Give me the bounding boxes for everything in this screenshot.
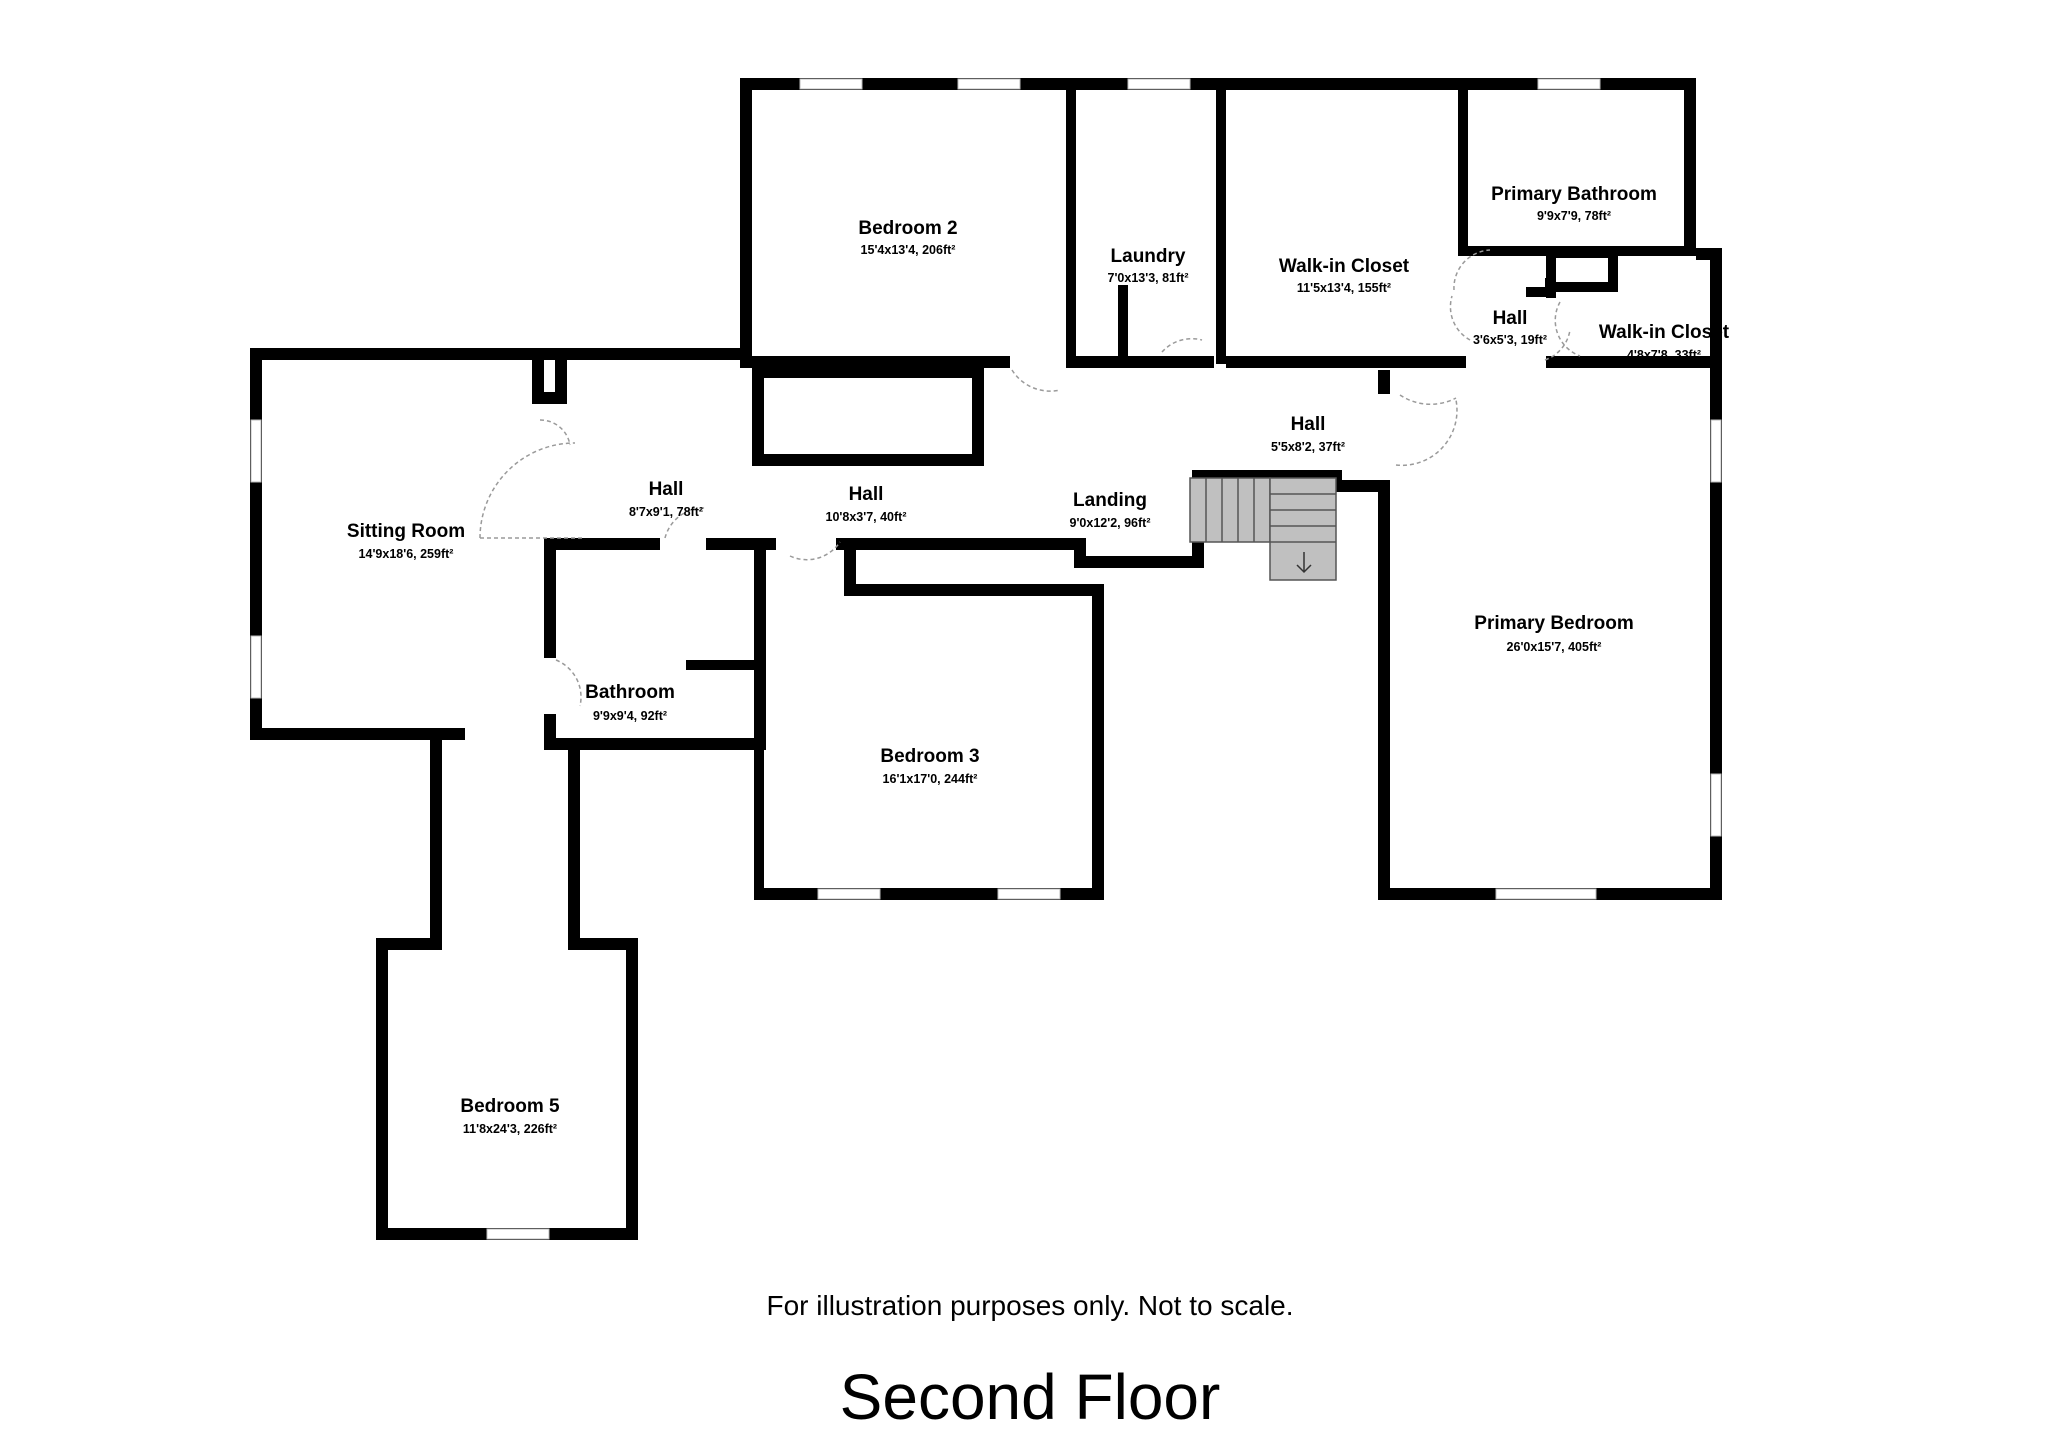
room-name: Landing [1073, 490, 1147, 511]
room-name: Hall [1492, 308, 1528, 329]
room-dims: 11'5x13'4, 155ft² [1296, 281, 1392, 295]
room-dims: 9'0x12'2, 96ft² [1069, 516, 1151, 530]
room-dims: 4'8x7'8, 33ft² [1626, 348, 1702, 362]
room-name: Hall [848, 484, 884, 505]
room-dims: 16'1x17'0, 244ft² [882, 772, 978, 786]
room-name: Bedroom 5 [460, 1096, 560, 1117]
room-dims: 3'6x5'3, 19ft² [1472, 333, 1548, 347]
room-dims: 7'0x13'3, 81ft² [1107, 271, 1189, 285]
room-dims: 8'7x9'1, 78ft² [628, 505, 704, 519]
room-name: Walk-in Closet [1278, 256, 1410, 277]
windows [250, 78, 1722, 1240]
room-name: Sitting Room [346, 521, 466, 542]
room-name: Bedroom 2 [858, 218, 958, 239]
floor-title: Second Floor [839, 1361, 1221, 1433]
room-name: Hall [1290, 414, 1326, 435]
stairs [1189, 477, 1337, 581]
room-dims: 11'8x24'3, 226ft² [462, 1122, 558, 1136]
room-name: Primary Bedroom [1474, 613, 1634, 634]
room-dims: 15'4x13'4, 206ft² [860, 243, 956, 257]
room-name: Primary Bathroom [1491, 184, 1657, 205]
room-dims: 5'5x8'2, 37ft² [1270, 440, 1346, 454]
room-name: Bathroom [585, 682, 675, 703]
doors [479, 249, 1581, 707]
room-name: Laundry [1110, 246, 1186, 267]
room-dims: 9'9x9'4, 92ft² [592, 709, 668, 723]
room-name: Walk-in Closet [1598, 322, 1730, 343]
disclaimer-text: For illustration purposes only. Not to s… [766, 1290, 1294, 1321]
room-dims: 10'8x3'7, 40ft² [825, 510, 907, 524]
room-dims: 14'9x18'6, 259ft² [358, 547, 454, 561]
room-dims: 9'9x7'9, 78ft² [1536, 209, 1612, 223]
room-name: Hall [648, 479, 684, 500]
room-dims: 26'0x15'7, 405ft² [1506, 640, 1602, 654]
walls [250, 78, 1722, 1240]
room-name: Bedroom 3 [880, 746, 980, 767]
